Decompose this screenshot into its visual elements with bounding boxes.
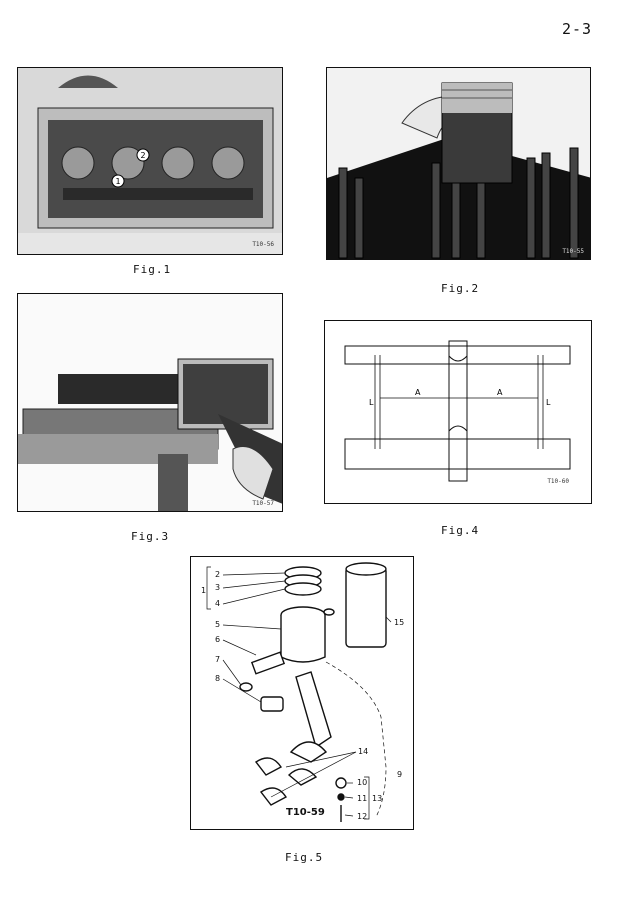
fig1-callout-2: 2 — [136, 148, 150, 162]
crankcase-photo: 1 2 — [18, 68, 282, 254]
dimension-l-left: L — [369, 398, 374, 407]
figure-2-image: T10-55 — [326, 67, 591, 260]
figure-3-image: T10-57 — [17, 293, 283, 512]
fig5-callout-13: 13 — [372, 794, 382, 803]
dimension-a-right: A — [497, 388, 503, 397]
fig1-callout-1: 1 — [111, 174, 125, 188]
fig5-callout-15: 15 — [394, 618, 404, 627]
figure-code: T10-57 — [252, 500, 274, 507]
figure-code: T10-55 — [562, 248, 584, 255]
fig5-callout-4: 4 — [215, 599, 220, 608]
fig5-callout-14: 14 — [358, 747, 368, 756]
page-number: 2-3 — [562, 20, 593, 38]
piston-insertion-photo — [327, 68, 590, 259]
fig5-callout-12: 12 — [357, 812, 367, 821]
connecting-rod-vise-photo — [18, 294, 282, 511]
figure-code: T10-60 — [547, 478, 569, 485]
fig5-callout-3: 3 — [215, 583, 220, 592]
figure-1-image: 1 2 T10-56 — [17, 67, 283, 255]
figure-5-image: 2 3 1 4 5 6 7 8 15 14 9 10 11 13 12 — [190, 556, 414, 830]
fig5-callout-2: 2 — [215, 570, 220, 579]
fig5-callout-9: 9 — [397, 770, 402, 779]
fig5-callout-8: 8 — [215, 674, 220, 683]
fig5-callout-1: 1 — [201, 586, 206, 595]
fig5-callout-5: 5 — [215, 620, 220, 629]
figure-caption-2: Fig.2 — [441, 282, 480, 295]
figure-4-image: A A L L T10-60 — [324, 320, 592, 504]
figure-code: T10-59 — [286, 807, 325, 818]
svg-text:2: 2 — [140, 151, 145, 160]
dimension-l-right: L — [546, 398, 551, 407]
fig5-callout-10: 10 — [357, 778, 367, 787]
figure-caption-3: Fig.3 — [131, 530, 170, 543]
fig5-callout-7: 7 — [215, 655, 220, 664]
figure-caption-4: Fig.4 — [441, 524, 480, 537]
dimension-a-left: A — [415, 388, 421, 397]
fig5-callout-11: 11 — [357, 794, 367, 803]
figure-caption-5: Fig.5 — [285, 851, 324, 864]
figure-code: T10-56 — [252, 241, 274, 248]
rod-alignment-diagram: A A L L — [344, 340, 571, 482]
piston-rod-exploded-diagram: 2 3 1 4 5 6 7 8 15 14 9 10 11 13 12 — [201, 562, 404, 822]
svg-text:1: 1 — [115, 177, 120, 186]
figure-caption-1: Fig.1 — [133, 263, 172, 276]
fig5-callout-6: 6 — [215, 635, 220, 644]
